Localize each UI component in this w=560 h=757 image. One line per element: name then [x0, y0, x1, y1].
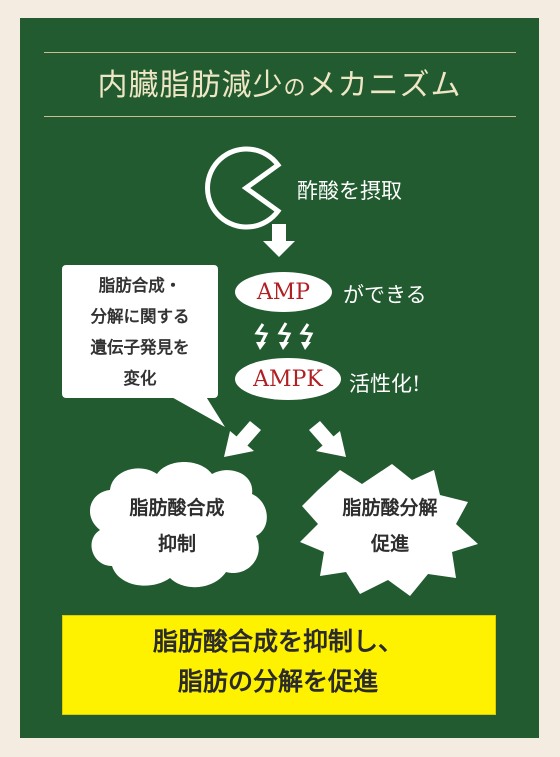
title-end: メカニズム: [306, 68, 462, 103]
left-diagonal-arrow-icon: [224, 421, 261, 457]
diagram-title: 内臓脂肪減少のメカニズム: [20, 60, 539, 104]
left-outcome-line: 脂肪酸合成: [129, 497, 225, 519]
ampk-oval: AMPK: [235, 358, 341, 400]
right-outcome-line: 脂肪酸分解: [342, 497, 438, 519]
left-outcome-text: 脂肪酸合成 抑制: [92, 490, 262, 562]
right-diagonal-arrow-icon: [309, 421, 346, 457]
callout-tail: [168, 395, 225, 427]
callout-line: 脂肪合成・: [98, 276, 182, 295]
summary-banner-text: 脂肪酸合成を抑制し、 脂肪の分解を促進: [62, 622, 494, 702]
left-outcome-line: 抑制: [157, 533, 196, 555]
down-arrow-icon: [263, 224, 295, 257]
cloud-shape: [89, 462, 267, 588]
title-bottom-rule: [44, 116, 516, 117]
summary-banner: [62, 615, 496, 715]
callout-line: 遺伝子発見を: [90, 338, 190, 357]
amp-label: ができる: [343, 283, 427, 307]
intake-label: 酢酸を摂取: [297, 179, 402, 203]
eating-mouth-icon: [205, 146, 282, 230]
zigzag-arrows-icon: [254, 322, 314, 345]
title-top-rule: [44, 52, 516, 53]
banner-line: 脂肪の分解を促進: [177, 667, 378, 696]
amp-oval: AMP: [235, 272, 332, 312]
title-main: 内臓脂肪減少: [97, 68, 284, 103]
banner-line: 脂肪酸合成を抑制し、: [152, 627, 403, 656]
title-particle: の: [283, 76, 307, 101]
callout-text: 脂肪合成・ 分解に関する 遺伝子発見を 変化: [62, 270, 218, 394]
callout-line: 変化: [123, 369, 157, 388]
callout-line: 分解に関する: [90, 307, 190, 326]
zigzag-arrowheads: [256, 342, 311, 350]
ampk-label: 活性化!: [349, 372, 421, 396]
right-outcome-text: 脂肪酸分解 促進: [305, 490, 475, 562]
callout-box: [62, 265, 218, 398]
right-outcome-line: 促進: [370, 533, 409, 555]
starburst-shape: [300, 464, 478, 596]
